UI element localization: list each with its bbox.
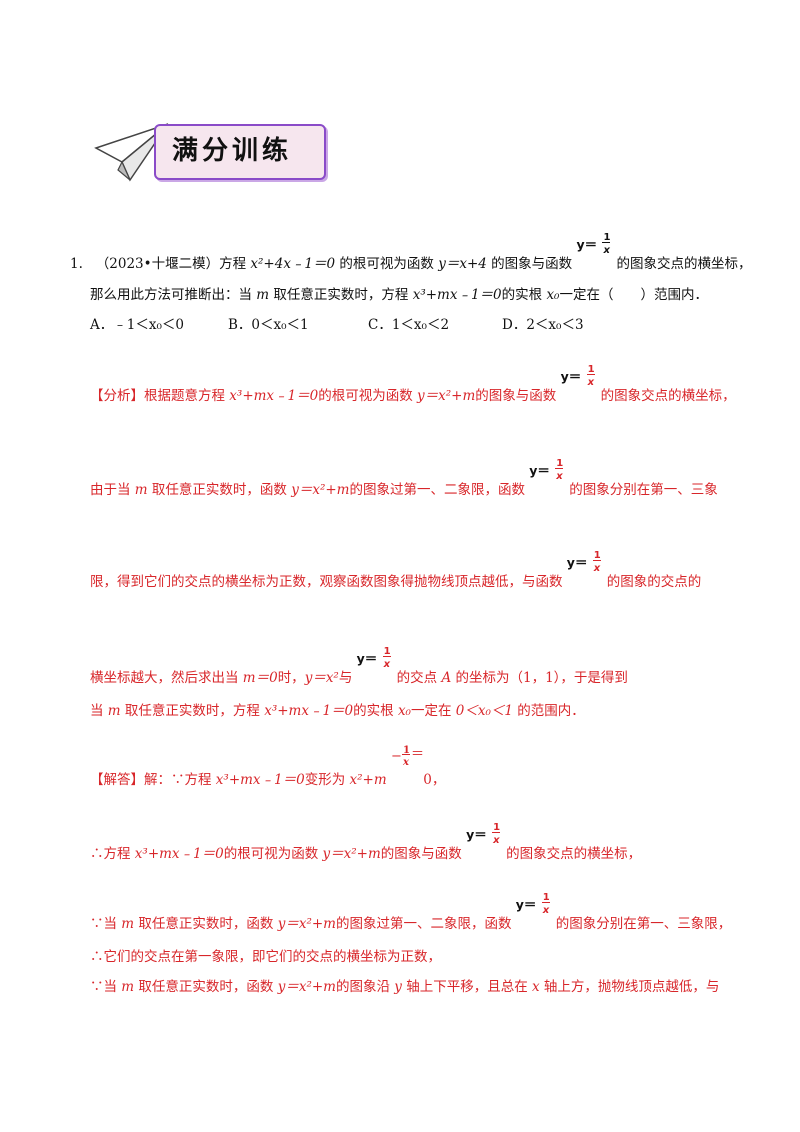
banner-box	[154, 124, 326, 180]
option-a[interactable]: A．﹣1＜x₀＜0	[90, 317, 184, 333]
banner-title: 满分训练	[172, 136, 293, 166]
function: y＝x+4	[438, 256, 487, 272]
equation: x²+4x﹣1＝0	[250, 256, 336, 272]
analysis-line-5: 当 m 取任意正实数时，方程 x³+mx﹣1＝0的实根 x₀一定在 0＜x₀＜1…	[90, 703, 585, 719]
solution-line-4: ∴它们的交点在第一象限，即它们的交点的横坐标为正数，	[90, 949, 441, 965]
option-c[interactable]: C．1＜x₀＜2	[368, 317, 450, 333]
question-line-2: 那么用此方法可推断出：当 m 取任意正实数时，方程 x³+mx﹣1＝0的实根 x…	[90, 287, 708, 303]
question-line-1: 1. （2023•十堰二模）方程 x²+4x﹣1＝0 的根可视为函数 y＝x+4…	[70, 232, 752, 272]
equation: x³+mx﹣1＝0	[412, 287, 502, 303]
option-b[interactable]: B．0＜x₀＜1	[228, 317, 309, 333]
section-banner: 满分训练	[92, 118, 328, 186]
option-d[interactable]: D．2＜x₀＜3	[502, 317, 584, 333]
solution-tag: 【解答】	[90, 772, 144, 788]
analysis-tag: 【分析】	[90, 388, 144, 404]
solution-line-5: ∵当 m 取任意正实数时，函数 y＝x²+m的图象沿 y 轴上下平移，且总在 x…	[90, 979, 720, 995]
question-source: （2023•十堰二模）	[95, 256, 220, 272]
analysis-line-1: 【分析】根据题意方程 x³+mx﹣1＝0的根可视为函数 y＝x²+m的图象与函数…	[90, 364, 736, 404]
question-number: 1.	[70, 256, 83, 272]
analysis-line-2: 由于当 m 取任意正实数时，函数 y＝x²+m的图象过第一、二象限，函数 y＝1…	[90, 458, 718, 498]
